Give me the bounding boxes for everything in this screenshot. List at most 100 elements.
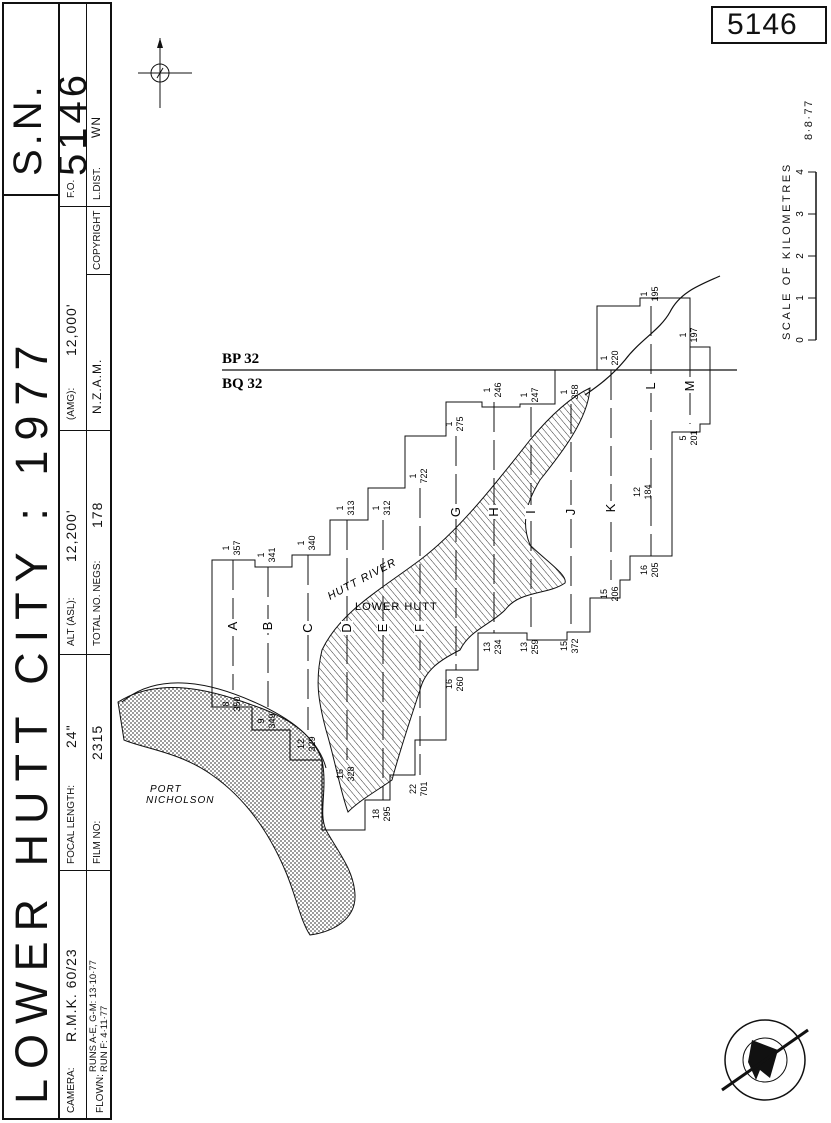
harbour-label-2: NICHOLSON [146, 795, 214, 806]
run-end-negative: 246 [493, 382, 503, 397]
scale-tick-0: 0 [795, 337, 806, 343]
run-end-negative: 341 [267, 547, 277, 562]
run-start-negative: 295 [382, 806, 392, 821]
run-end-negative: 340 [307, 535, 317, 550]
run-start-number: 9 [256, 718, 266, 723]
run-letter-d: D [339, 623, 354, 632]
run-start-number: 18 [371, 809, 381, 819]
harbour-sea-area [117, 687, 356, 936]
run-start-negative: 205 [650, 562, 660, 577]
extra-run-number: 12 [632, 487, 642, 497]
scale-tick-1: 1 [795, 295, 806, 301]
run-end-negative: 722 [419, 468, 429, 483]
run-start-negative: 350 [232, 696, 242, 711]
run-start-negative: 329 [307, 736, 317, 751]
run-start-number: 8 [221, 701, 231, 706]
run-start-number: 13 [519, 642, 529, 652]
run-end-negative: 247 [530, 387, 540, 402]
run-end-negative: 220 [610, 350, 620, 365]
run-end-number: 1 [519, 392, 529, 397]
scale-tick-2: 2 [795, 253, 806, 259]
run-start-negative: 259 [530, 639, 540, 654]
run-start-negative: 372 [570, 638, 580, 653]
run-end-number: 1 [678, 332, 688, 337]
map-date: 8·8·77 [803, 99, 815, 140]
run-end-number: 1 [335, 505, 345, 510]
run-letter-i: I [523, 510, 538, 514]
run-start-negative: 701 [419, 781, 429, 796]
sheet-label-upper: BP 32 [222, 351, 259, 367]
run-end-number: 1 [559, 389, 569, 394]
run-letter-c: C [300, 623, 315, 632]
run-letter-backing [227, 619, 239, 633]
nz-aerial-mapping-logo [721, 1019, 809, 1101]
run-letter-backing [525, 505, 537, 519]
scale-tick-3: 3 [795, 211, 806, 217]
run-start-negative: 349 [267, 713, 277, 728]
hutt-valley-area [317, 387, 591, 813]
run-start-negative: 260 [455, 676, 465, 691]
run-end-number: 1 [296, 540, 306, 545]
run-letter-k: K [603, 503, 618, 512]
run-letter-a: A [225, 621, 240, 630]
run-letter-backing [414, 621, 426, 635]
run-end-number: 1 [639, 291, 649, 296]
run-letter-backing [341, 621, 353, 635]
sheet-number-box: 5146 [711, 6, 827, 44]
run-letter-backing [645, 379, 657, 393]
run-end-negative: 275 [455, 416, 465, 431]
north-arrow-icon [138, 38, 192, 108]
run-end-number: 1 [599, 355, 609, 360]
sheet-label-lower: BQ 32 [222, 376, 262, 392]
run-end-negative: 313 [346, 500, 356, 515]
run-end-negative: 197 [689, 327, 699, 342]
scale-tick-4: 4 [795, 169, 806, 175]
run-letter-backing [565, 505, 577, 519]
run-letter-m: M [682, 381, 697, 392]
run-end-number: 1 [256, 552, 266, 557]
run-start-negative: 328 [346, 766, 356, 781]
run-letter-backing [605, 501, 617, 515]
run-start-number: 5 [678, 435, 688, 440]
run-letter-h: H [486, 507, 501, 516]
run-start-number: 22 [408, 784, 418, 794]
scale-title: SCALE OF KILOMETRES [781, 162, 793, 340]
run-end-number: 1 [408, 473, 418, 478]
run-end-number: 1 [371, 505, 381, 510]
run-letter-backing [684, 379, 696, 393]
run-end-negative: 312 [382, 500, 392, 515]
harbour-shore [121, 682, 327, 769]
run-start-negative: 234 [493, 639, 503, 654]
sheet-number: 5146 [727, 8, 798, 41]
extra-run-negative: 184 [643, 484, 653, 499]
run-letter-j: J [563, 509, 578, 516]
run-letter-backing [450, 505, 462, 519]
run-letter-f: F [412, 624, 427, 632]
run-start-number: 15 [559, 641, 569, 651]
hutt-river-line [584, 275, 721, 396]
run-end-number: 1 [221, 545, 231, 550]
run-start-number: 16 [444, 679, 454, 689]
run-start-number: 16 [639, 565, 649, 575]
run-start-negative: 201 [689, 430, 699, 445]
scale-bar: 0 1 2 3 4 [795, 169, 817, 343]
run-end-negative: 195 [650, 286, 660, 301]
run-start-negative: 206 [610, 586, 620, 601]
run-letter-g: G [448, 507, 463, 517]
harbour-label-1: PORT [150, 784, 182, 795]
coverage-boundary [211, 297, 711, 831]
run-start-number: 15 [599, 589, 609, 599]
run-end-number: 1 [482, 387, 492, 392]
run-end-negative: 358 [570, 384, 580, 399]
run-start-number: 12 [296, 739, 306, 749]
run-start-number: 16 [335, 769, 345, 779]
run-start-number: 13 [482, 642, 492, 652]
run-letter-backing [262, 619, 274, 633]
run-end-number: 1 [444, 421, 454, 426]
run-letter-e: E [375, 623, 390, 632]
run-letter-backing [302, 621, 314, 635]
run-letter-l: L [643, 382, 658, 389]
run-letter-b: B [260, 622, 275, 631]
